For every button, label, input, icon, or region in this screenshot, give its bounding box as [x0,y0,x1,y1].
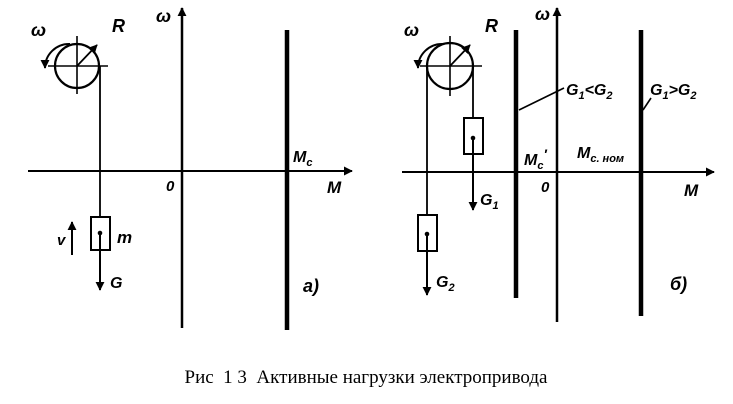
rotation-arrow-a [40,42,71,69]
torque-label-mc-prime: Mc′ [524,146,547,172]
panel-tag-b: б) [670,274,687,294]
omega-axis-label-b: ω [535,4,550,24]
omega-axis-label-a: ω [156,6,171,26]
mass-label-a: m [117,228,132,247]
radius-label-a: R [112,16,125,36]
m-axis-label-a: M [327,178,342,197]
weight-label-g2: G2 [436,274,455,294]
panel-b: ω M 0 Mc′ Mс. ном G1<G2 G1>G2 R ω G1 G2 … [402,4,715,322]
cond-label-less: G1<G2 [566,82,613,102]
cond-leader-greater [642,97,652,111]
origin-label-a: 0 [166,178,175,195]
radius-label-b: R [485,16,498,36]
m-axis-label-b: M [684,181,699,200]
weight-label-a: G [110,275,122,292]
weight-label-g1: G1 [480,192,499,212]
radius-arrow-a [76,44,98,67]
figure-caption: Рис 1 3 Активные нагрузки электропривода [185,367,549,388]
omega-label-pulley-a: ω [31,20,46,40]
rotation-arrow-b [413,42,444,69]
cond-label-greater: G1>G2 [650,82,697,102]
panel-a: ω M 0 Mc R ω G m v а) [28,6,353,330]
torque-label-mc-nom: Mс. ном [577,145,624,165]
radius-arrow-b [449,44,471,67]
cond-leader-less [518,87,565,111]
panel-tag-a: а) [303,276,319,296]
omega-label-pulley-b: ω [404,20,419,40]
torque-label-mc: Mc [293,149,312,169]
origin-label-b: 0 [541,179,550,196]
velocity-label-a: v [57,232,67,249]
